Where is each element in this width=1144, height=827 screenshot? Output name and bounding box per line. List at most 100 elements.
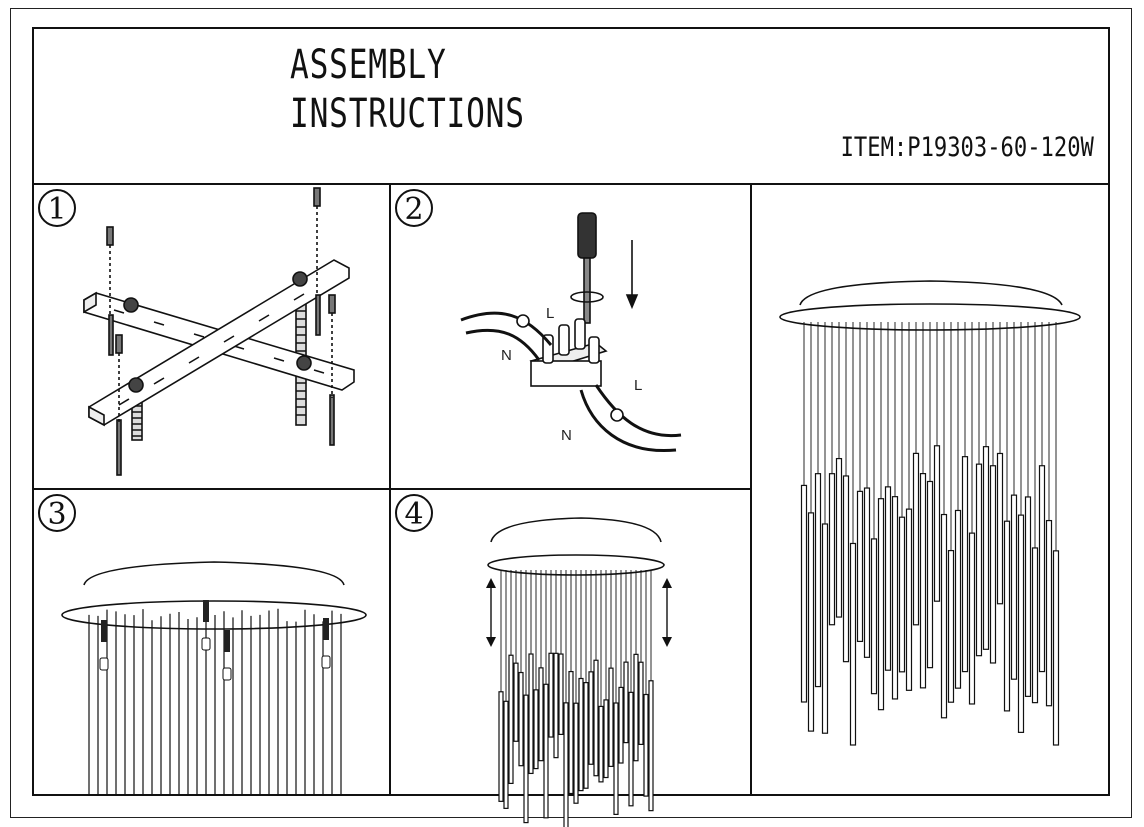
light-tube xyxy=(828,473,836,626)
step-2-panel: 2 xyxy=(391,185,750,488)
light-tube xyxy=(940,513,948,719)
mounting-bracket-illustration xyxy=(83,187,355,476)
arrow-down-icon xyxy=(662,637,672,647)
nut-icon xyxy=(296,355,312,371)
wire-top-neutral xyxy=(465,328,541,361)
light-tube xyxy=(623,661,629,744)
step-number-3: 3 xyxy=(38,494,76,532)
light-tube xyxy=(898,516,906,673)
light-tube xyxy=(508,654,514,785)
light-tube xyxy=(593,659,599,777)
wire-top-live xyxy=(460,311,553,346)
light-tube xyxy=(1017,514,1025,733)
nut-icon xyxy=(292,271,308,287)
cable-clamp-icon xyxy=(203,600,209,622)
step-4-panel: 4 xyxy=(391,490,750,827)
label-neutral-top: N xyxy=(501,347,512,364)
canopy xyxy=(799,280,1063,306)
cable-clamp-icon xyxy=(323,618,329,640)
item-code: ITEM:P19303-60-120W xyxy=(840,132,1094,163)
canopy xyxy=(83,561,345,586)
light-tube xyxy=(807,512,815,732)
light-tube xyxy=(613,702,619,815)
light-tube xyxy=(884,486,892,671)
light-tube xyxy=(954,509,962,689)
bracket-bar-main xyxy=(88,259,350,427)
light-tube xyxy=(891,496,899,700)
arrow-up-icon xyxy=(662,578,672,588)
light-tube xyxy=(863,487,871,658)
light-tube xyxy=(628,691,634,807)
light-tube xyxy=(553,652,559,759)
light-tube xyxy=(643,693,649,797)
light-tube xyxy=(563,702,569,827)
light-tube xyxy=(578,677,584,792)
cable-clamp-icon xyxy=(224,630,230,652)
light-tube xyxy=(1010,494,1018,680)
light-tube xyxy=(1003,520,1011,712)
cable-gripper-icon xyxy=(201,637,211,651)
light-tube xyxy=(513,662,519,742)
light-tube xyxy=(568,670,574,795)
light-tube xyxy=(1052,550,1060,746)
step-1-panel: 1 xyxy=(34,185,389,488)
light-tube xyxy=(1024,496,1032,697)
title-line-2: INSTRUCTIONS xyxy=(290,91,525,137)
light-tube xyxy=(856,490,864,643)
height-adjustment-illustration xyxy=(486,517,672,827)
light-tube xyxy=(608,667,614,767)
light-tube xyxy=(598,705,604,783)
light-tube xyxy=(1031,547,1039,704)
cable-gripper-icon xyxy=(99,657,109,671)
step-number-2: 2 xyxy=(395,189,433,227)
light-tube xyxy=(523,694,529,824)
light-tube xyxy=(618,686,624,764)
wire-bottom-live xyxy=(579,389,677,453)
cable-gripper-icon xyxy=(321,655,331,669)
light-tube xyxy=(912,452,920,626)
light-tube xyxy=(583,682,589,789)
cable-gripper-icon xyxy=(222,667,232,681)
arrow-head-icon xyxy=(625,294,639,310)
light-tube xyxy=(821,523,829,734)
nut-icon xyxy=(123,297,139,313)
light-tube xyxy=(1045,519,1053,707)
final-fixture-panel xyxy=(752,185,1108,796)
light-tube xyxy=(573,702,579,804)
light-tube xyxy=(905,508,913,691)
canopy xyxy=(490,517,662,543)
light-tube xyxy=(961,456,969,673)
canopy-plate xyxy=(61,600,367,630)
light-tube xyxy=(842,475,850,663)
light-tube xyxy=(870,538,878,695)
light-tube xyxy=(648,680,654,812)
step-3-panel: 3 xyxy=(34,490,389,796)
terminal-block xyxy=(529,318,608,387)
light-tube xyxy=(503,700,509,809)
light-tube xyxy=(533,689,539,770)
sheet-header: ASSEMBLY INSTRUCTIONS ITEM:P19303-60-120… xyxy=(34,29,1108,185)
light-tube xyxy=(633,653,639,762)
light-tube xyxy=(528,653,534,775)
light-tube xyxy=(926,480,934,669)
light-tube xyxy=(800,484,808,703)
screwdriver-icon xyxy=(570,212,604,324)
light-tube xyxy=(538,667,544,762)
ground-icon xyxy=(610,408,624,422)
light-tube xyxy=(498,691,504,802)
ground-icon xyxy=(516,314,530,328)
canopy-cables-illustration xyxy=(61,561,367,796)
light-tube xyxy=(919,473,927,689)
finished-chandelier-illustration xyxy=(779,280,1081,746)
cable-clamp-icon xyxy=(101,620,107,642)
light-tube xyxy=(933,445,941,602)
arrow-down-icon xyxy=(486,637,496,647)
label-neutral-bottom: N xyxy=(561,427,572,444)
label-live-top: L xyxy=(546,305,554,322)
label-live-bottom: L xyxy=(634,377,642,394)
light-tube xyxy=(558,653,564,736)
arrow-up-icon xyxy=(486,578,496,588)
light-tube xyxy=(814,473,822,688)
title-line-1: ASSEMBLY xyxy=(290,42,447,88)
light-tube xyxy=(996,452,1004,605)
